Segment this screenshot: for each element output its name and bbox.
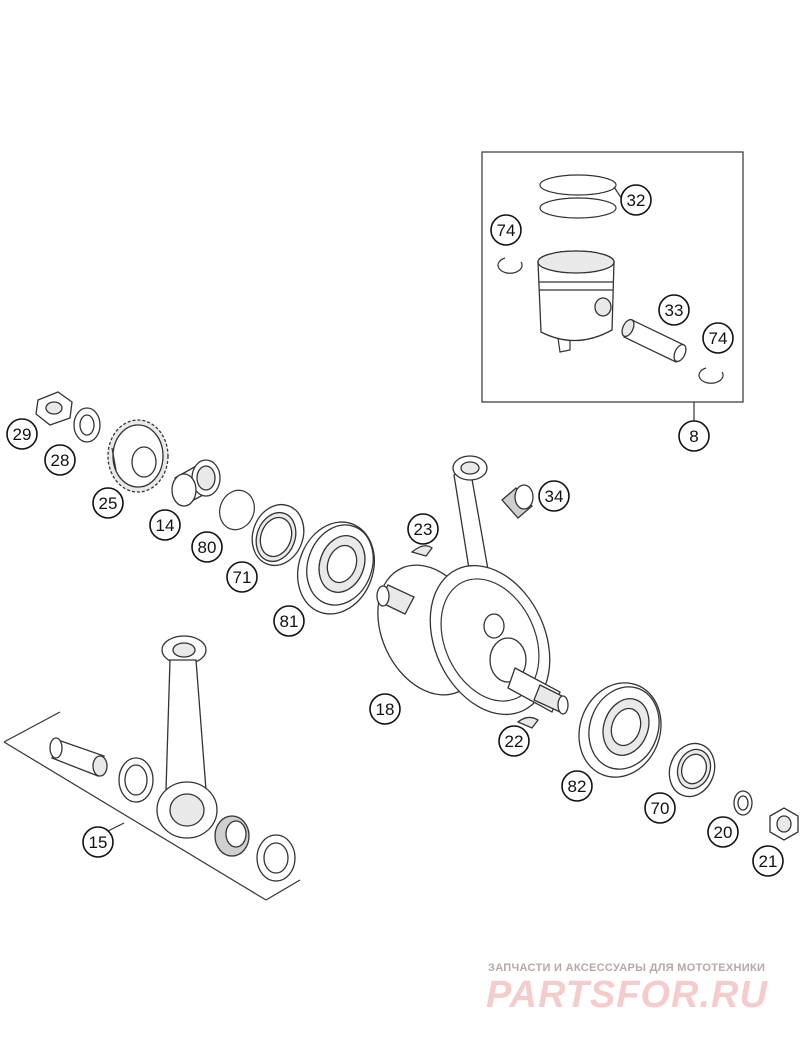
callout-33[interactable]: 33 <box>658 294 690 326</box>
lock-washer-28 <box>73 407 101 443</box>
svg-text:74: 74 <box>497 221 516 240</box>
needle-bearing-34 <box>501 484 534 519</box>
main-bearing-82 <box>578 682 662 778</box>
svg-text:71: 71 <box>233 568 252 587</box>
callout-80[interactable]: 80 <box>191 531 223 563</box>
shaft-seal-70 <box>668 742 716 798</box>
svg-text:20: 20 <box>714 823 733 842</box>
svg-text:28: 28 <box>51 451 70 470</box>
svg-text:23: 23 <box>414 520 433 539</box>
watermark-subtitle: ЗАПЧАСТИ И АКСЕССУАРЫ ДЛЯ МОТОТЕХНИКИ <box>488 962 766 974</box>
hex-nut-29 <box>35 391 73 426</box>
svg-text:25: 25 <box>99 494 118 513</box>
svg-text:81: 81 <box>280 612 299 631</box>
o-ring-80 <box>219 489 255 531</box>
callout-70[interactable]: 70 <box>644 792 676 824</box>
svg-text:34: 34 <box>545 487 564 506</box>
crankshaft-assembly-18 <box>376 455 569 716</box>
circlip-left <box>497 257 523 274</box>
svg-text:74: 74 <box>709 329 728 348</box>
callout-29[interactable]: 29 <box>6 418 38 450</box>
callout-74-top[interactable]: 74 <box>490 214 522 246</box>
svg-text:21: 21 <box>759 852 778 871</box>
callout-71[interactable]: 71 <box>226 561 258 593</box>
spacer-14 <box>171 459 221 507</box>
callout-21[interactable]: 21 <box>752 845 784 877</box>
svg-text:15: 15 <box>89 833 108 852</box>
callout-81[interactable]: 81 <box>273 605 305 637</box>
callout-8[interactable]: 8 <box>678 420 710 452</box>
piston <box>537 250 615 353</box>
callout-22[interactable]: 22 <box>498 725 530 757</box>
svg-text:80: 80 <box>198 538 217 557</box>
svg-text:22: 22 <box>505 732 524 751</box>
svg-text:32: 32 <box>627 191 646 210</box>
callout-15[interactable]: 15 <box>82 826 114 858</box>
callout-28[interactable]: 28 <box>44 444 76 476</box>
main-bearing-81 <box>297 521 375 615</box>
lock-washer-20 <box>733 790 753 816</box>
callout-18[interactable]: 18 <box>369 693 401 725</box>
piston-rings <box>539 174 623 219</box>
con-rod-kit-15 <box>3 635 301 901</box>
callout-34[interactable]: 34 <box>538 480 570 512</box>
svg-text:33: 33 <box>665 301 684 320</box>
callout-82[interactable]: 82 <box>561 770 593 802</box>
callout-14[interactable]: 14 <box>149 509 181 541</box>
woodruff-key-22 <box>516 716 539 729</box>
shaft-seal-71 <box>251 503 305 567</box>
callout-20[interactable]: 20 <box>707 816 739 848</box>
callout-74-right[interactable]: 74 <box>702 322 734 354</box>
svg-text:29: 29 <box>13 425 32 444</box>
svg-text:82: 82 <box>568 777 587 796</box>
piston-pin <box>621 318 687 363</box>
svg-text:8: 8 <box>689 427 698 446</box>
gear-25 <box>107 419 169 493</box>
svg-text:70: 70 <box>651 799 670 818</box>
svg-text:18: 18 <box>376 700 395 719</box>
woodruff-key-23 <box>410 545 433 557</box>
circlip-right <box>698 367 724 384</box>
callout-23[interactable]: 23 <box>407 513 439 545</box>
hex-nut-21 <box>769 807 799 841</box>
callout-25[interactable]: 25 <box>92 487 124 519</box>
svg-text:14: 14 <box>156 516 175 535</box>
watermark-logo: PARTSFOR.RU <box>486 974 768 1016</box>
callout-32[interactable]: 32 <box>620 184 652 216</box>
